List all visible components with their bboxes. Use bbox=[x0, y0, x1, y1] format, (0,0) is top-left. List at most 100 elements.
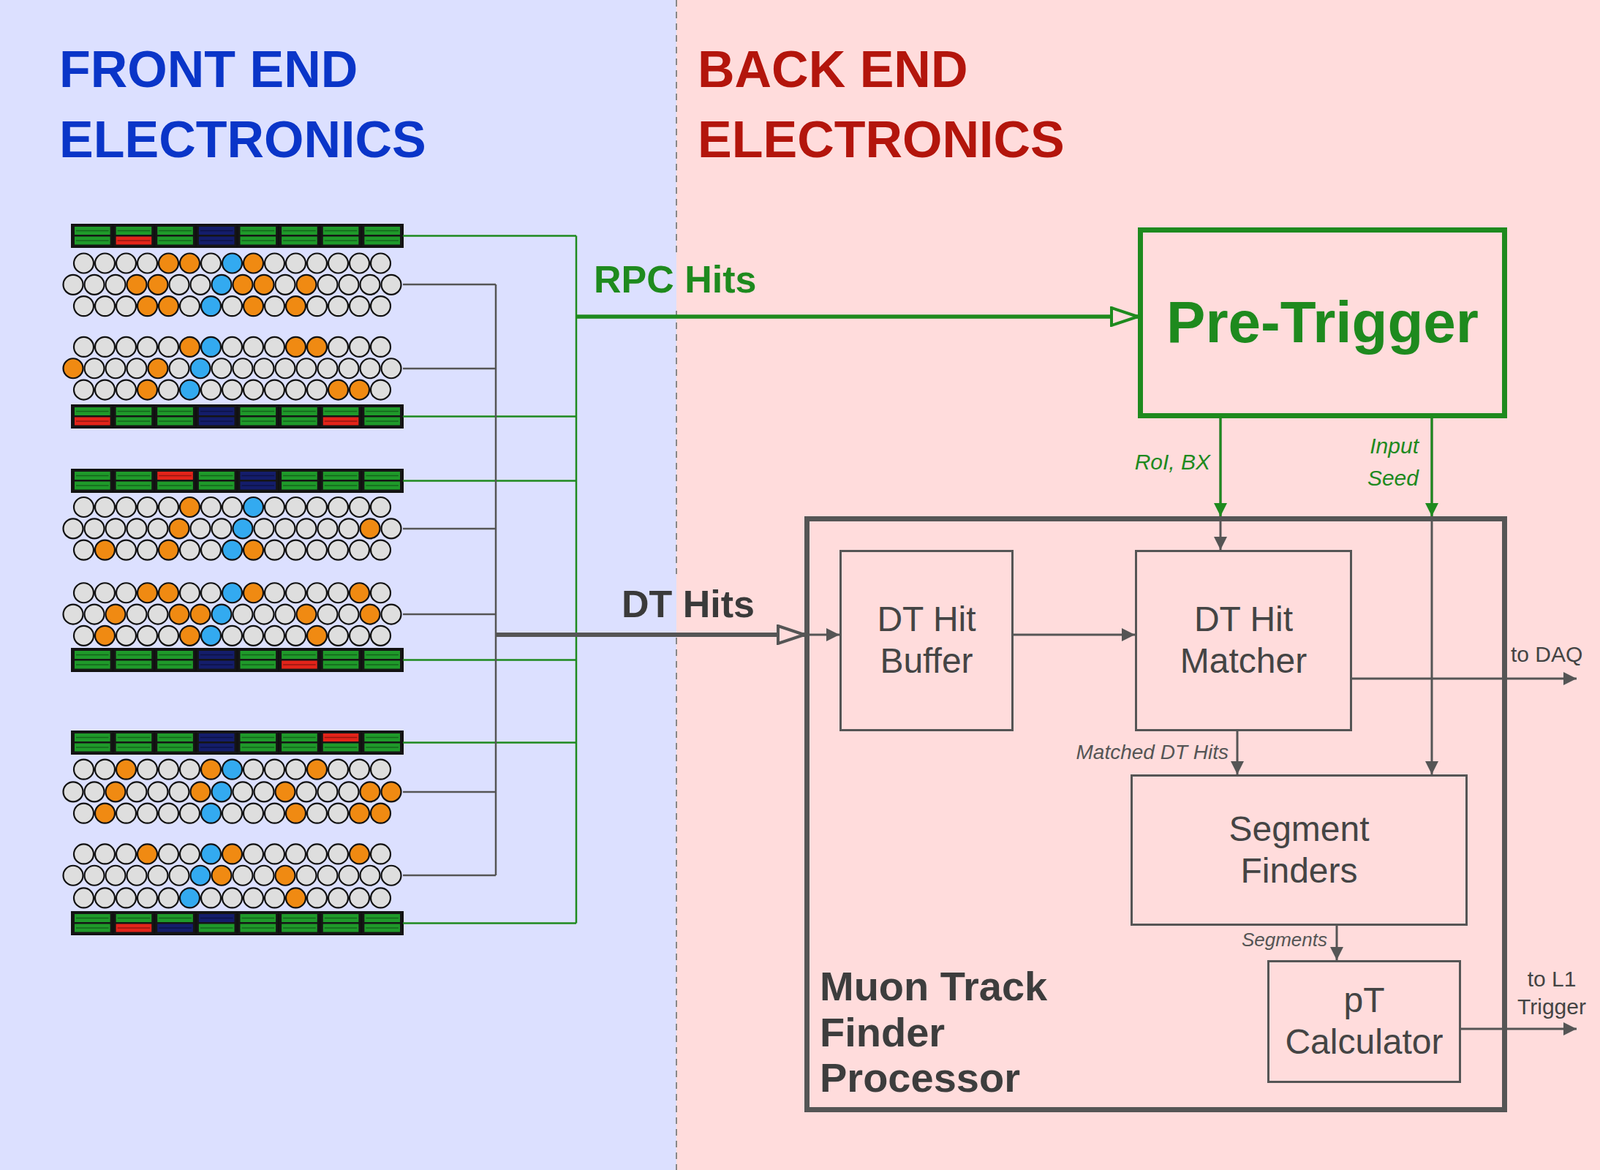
rpc-strip-line bbox=[324, 420, 358, 422]
drift-tube bbox=[201, 540, 221, 561]
drift-tube bbox=[212, 274, 232, 295]
drift-tube bbox=[381, 274, 402, 295]
drift-tube bbox=[285, 380, 306, 400]
rpc-strip-line bbox=[200, 410, 234, 413]
drift-tube bbox=[285, 759, 306, 780]
drift-tube bbox=[137, 296, 158, 316]
drift-tube bbox=[95, 843, 115, 864]
drift-tube bbox=[169, 865, 190, 886]
drift-tube bbox=[339, 781, 360, 802]
rpc-strip-line bbox=[117, 475, 151, 477]
rpc-strip bbox=[74, 733, 111, 742]
rpc-strip bbox=[240, 661, 277, 670]
rpc-strip-line bbox=[365, 737, 399, 739]
rpc-strip bbox=[364, 661, 400, 670]
rpc-strip bbox=[281, 743, 318, 752]
drift-tube bbox=[222, 337, 243, 357]
rpc-segment bbox=[71, 224, 114, 248]
drift-tube bbox=[63, 274, 84, 295]
rpc-strip-line bbox=[200, 239, 234, 242]
drift-tube bbox=[264, 759, 285, 780]
rpc-strip bbox=[74, 650, 111, 659]
drift-tube bbox=[84, 604, 105, 625]
drift-tube bbox=[106, 518, 126, 539]
drift-tube bbox=[158, 843, 179, 864]
drift-tube bbox=[360, 781, 381, 802]
rpc-strip bbox=[364, 236, 400, 245]
rpc-strip bbox=[281, 236, 318, 245]
drift-tube bbox=[137, 380, 158, 400]
drift-tube bbox=[318, 781, 338, 802]
rpc-segment bbox=[195, 731, 238, 754]
rpc-segment bbox=[71, 469, 114, 493]
rpc-strip-line bbox=[324, 654, 358, 656]
drift-tube bbox=[285, 582, 306, 603]
dt-wire bbox=[402, 874, 496, 877]
rpc-strip bbox=[74, 471, 111, 480]
rpc-strip-line bbox=[242, 746, 275, 749]
drift-tube bbox=[127, 865, 147, 886]
drift-tube bbox=[307, 759, 327, 780]
rpc-segment bbox=[237, 224, 280, 248]
rpc-strip bbox=[323, 226, 360, 235]
rpc-strip-line bbox=[365, 484, 399, 487]
drift-tube bbox=[243, 380, 264, 400]
rpc-strip bbox=[116, 417, 153, 426]
rpc-strip bbox=[198, 471, 235, 480]
drift-tube bbox=[360, 604, 381, 625]
drift-tube bbox=[158, 337, 179, 357]
rpc-strip bbox=[198, 236, 235, 245]
rpc-segment bbox=[320, 224, 362, 248]
drift-tube bbox=[179, 887, 200, 908]
drift-tube bbox=[339, 518, 360, 539]
rpc-segment bbox=[195, 224, 238, 248]
rpc-strip-line bbox=[200, 746, 234, 749]
drift-tube bbox=[318, 604, 338, 625]
drift-tube bbox=[63, 604, 84, 625]
rpc-strip bbox=[364, 914, 400, 923]
drift-tube bbox=[222, 380, 243, 400]
rpc-strip bbox=[157, 236, 194, 245]
drift-tube bbox=[243, 582, 264, 603]
rpc-segment bbox=[154, 731, 196, 754]
rpc-strip-line bbox=[324, 410, 358, 413]
rpc-strip bbox=[364, 471, 400, 480]
connector-arrow bbox=[1236, 731, 1239, 775]
drift-tube bbox=[264, 380, 285, 400]
rpc-strip-line bbox=[242, 239, 275, 242]
rpc-strip bbox=[323, 407, 360, 416]
rpc-strip bbox=[157, 924, 194, 933]
rpc-strip bbox=[281, 661, 318, 670]
drift-tube bbox=[264, 337, 285, 357]
rpc-segment bbox=[237, 648, 280, 672]
rpc-segment bbox=[237, 911, 280, 935]
drift-tube bbox=[222, 843, 243, 864]
rpc-strip-line bbox=[324, 475, 358, 477]
rpc-strip-line bbox=[117, 917, 151, 920]
rpc-segment bbox=[361, 469, 403, 493]
rpc-strip bbox=[198, 417, 235, 426]
rpc-strip-line bbox=[282, 230, 316, 232]
rpc-strip-line bbox=[76, 737, 109, 739]
rpc-segment bbox=[278, 469, 321, 493]
l1-output bbox=[1461, 1028, 1577, 1031]
rpc-strip-line bbox=[76, 654, 109, 656]
drift-tube bbox=[328, 296, 349, 316]
drift-tube bbox=[106, 274, 126, 295]
rpc-strip bbox=[281, 407, 318, 416]
drift-tube bbox=[264, 253, 285, 274]
drift-tube bbox=[243, 497, 264, 518]
drift-tube bbox=[275, 865, 296, 886]
drift-tube bbox=[318, 274, 338, 295]
drift-tube bbox=[285, 843, 306, 864]
drift-tube bbox=[73, 582, 94, 603]
rpc-strip bbox=[198, 650, 235, 659]
drift-tube bbox=[370, 803, 391, 824]
drift-tube bbox=[254, 358, 275, 379]
drift-tube bbox=[137, 759, 158, 780]
rpc-strip-line bbox=[282, 420, 316, 422]
drift-tube bbox=[158, 380, 179, 400]
drift-tube bbox=[179, 582, 200, 603]
rpc-strip-line bbox=[365, 239, 399, 242]
